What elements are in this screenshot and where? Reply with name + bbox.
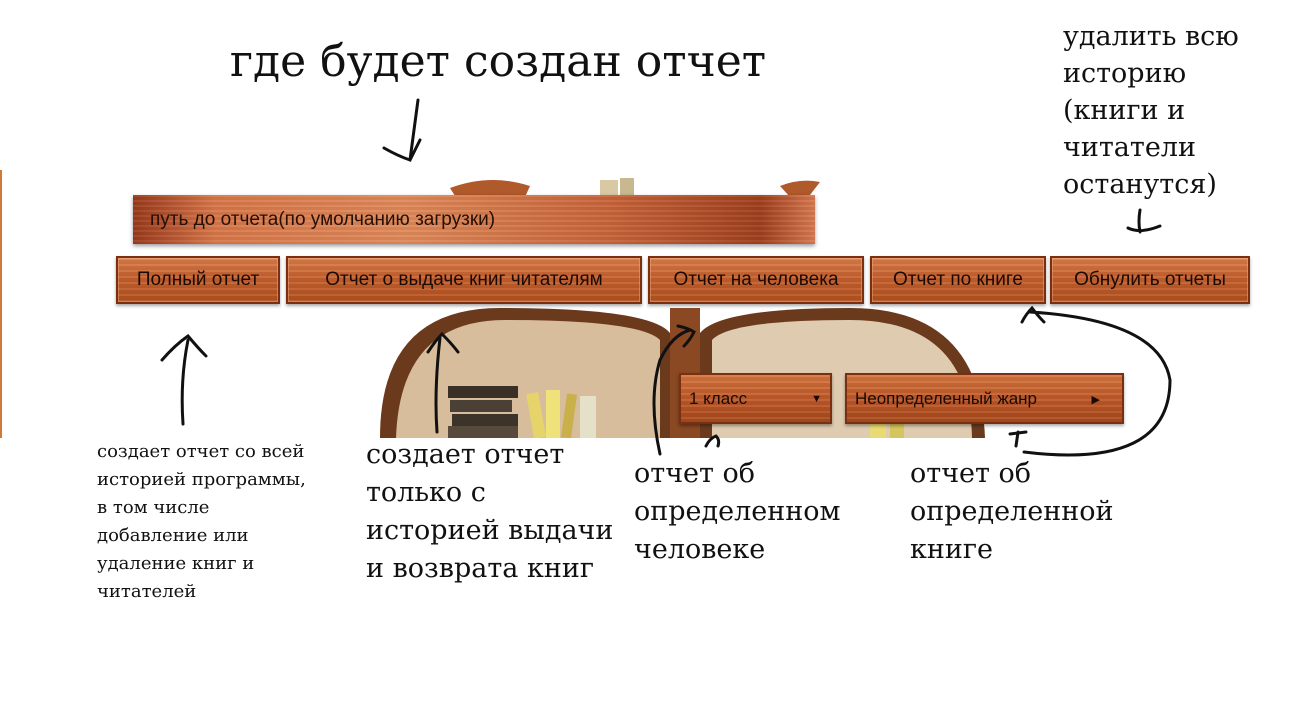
genre-select[interactable]: Неопределенный жанр ▶	[845, 373, 1124, 424]
issue-report-button[interactable]: Отчет о выдаче книг читателям	[286, 256, 642, 304]
book-report-annotation: отчет об определенной книге	[910, 458, 1114, 565]
full-report-annotation: создает отчет со всей историей программы…	[97, 441, 306, 602]
report-path-field[interactable]: путь до отчета(по умолчанию загрузки)	[133, 195, 815, 244]
person-report-button[interactable]: Отчет на человека	[648, 256, 864, 304]
genre-select-value: Неопределенный жанр	[855, 388, 1037, 408]
triangle-down-icon: ▼	[811, 393, 822, 405]
reset-annotation: удалить всю историю (книги и читатели ос…	[1063, 21, 1239, 200]
triangle-down-icon: ▶	[1091, 394, 1100, 406]
person-report-annotation: отчет об определенном человеке	[634, 458, 841, 565]
book-report-button[interactable]: Отчет по книге	[870, 256, 1046, 304]
path-annotation: где будет создан отчет	[230, 36, 767, 87]
left-edge-strip	[0, 170, 2, 438]
reset-reports-button[interactable]: Обнулить отчеты	[1050, 256, 1250, 304]
class-select[interactable]: 1 класс ▼	[679, 373, 832, 424]
report-path-placeholder: путь до отчета(по умолчанию загрузки)	[150, 208, 496, 230]
issue-report-annotation: создает отчет только с историей выдачи и…	[366, 439, 614, 584]
class-select-value: 1 класс	[689, 388, 748, 408]
full-report-button[interactable]: Полный отчет	[116, 256, 280, 304]
